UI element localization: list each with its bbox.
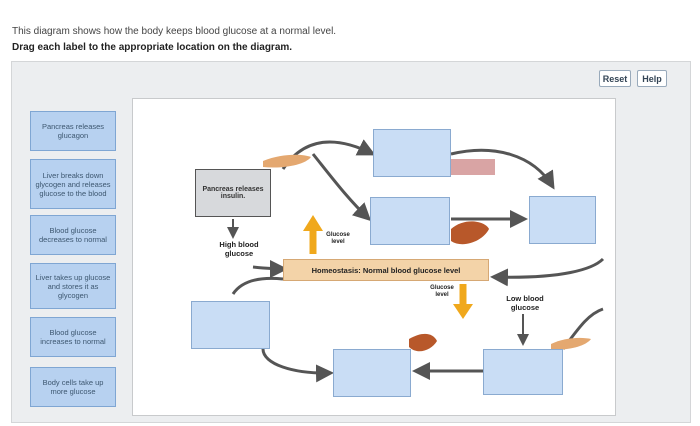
reset-button[interactable]: Reset	[599, 70, 631, 87]
question-line-1: This diagram shows how the body keeps bl…	[12, 26, 337, 37]
diagram-arrows	[227, 139, 605, 383]
homeostasis-diagram: Pancreas releases insulin. High blood gl…	[132, 98, 616, 416]
drop-zone[interactable]	[483, 349, 563, 395]
question-line-2: Drag each label to the appropriate locat…	[12, 42, 293, 53]
help-button[interactable]: Help	[637, 70, 667, 87]
pancreas-icon	[551, 337, 591, 350]
label-tile[interactable]: Pancreas releases glucagon	[30, 111, 116, 151]
glucose-level-down-label: Glucose level	[430, 285, 454, 298]
drop-zone[interactable]	[191, 301, 270, 349]
glucose-level-up-label: Glucose level	[326, 232, 350, 245]
labels-panel: Pancreas releases glucagon Liver breaks …	[30, 103, 120, 419]
homeostasis-bar: Homeostasis: Normal blood glucose level	[283, 259, 489, 281]
low-blood-glucose-label: Low blood glucose	[506, 294, 544, 312]
label-tile[interactable]: Liver breaks down glycogen and releases …	[30, 159, 116, 209]
high-blood-glucose-label: High blood glucose	[219, 240, 259, 258]
label-tile[interactable]: Liver takes up glucose and stores it as …	[30, 263, 116, 309]
drop-zone[interactable]	[333, 349, 411, 397]
pancreas-icon	[263, 154, 311, 168]
insulin-box: Pancreas releases insulin.	[195, 169, 271, 217]
label-tile[interactable]: Blood glucose decreases to normal	[30, 215, 116, 255]
drop-zone[interactable]	[373, 129, 451, 177]
drop-zone[interactable]	[529, 196, 596, 244]
liver-icon	[409, 333, 437, 352]
drop-zone[interactable]	[370, 197, 450, 245]
label-tile[interactable]: Blood glucose increases to normal	[30, 317, 116, 357]
label-tile[interactable]: Body cells take up more glucose	[30, 367, 116, 407]
liver-icon	[451, 221, 489, 245]
blood-vessel-icon	[451, 159, 495, 175]
